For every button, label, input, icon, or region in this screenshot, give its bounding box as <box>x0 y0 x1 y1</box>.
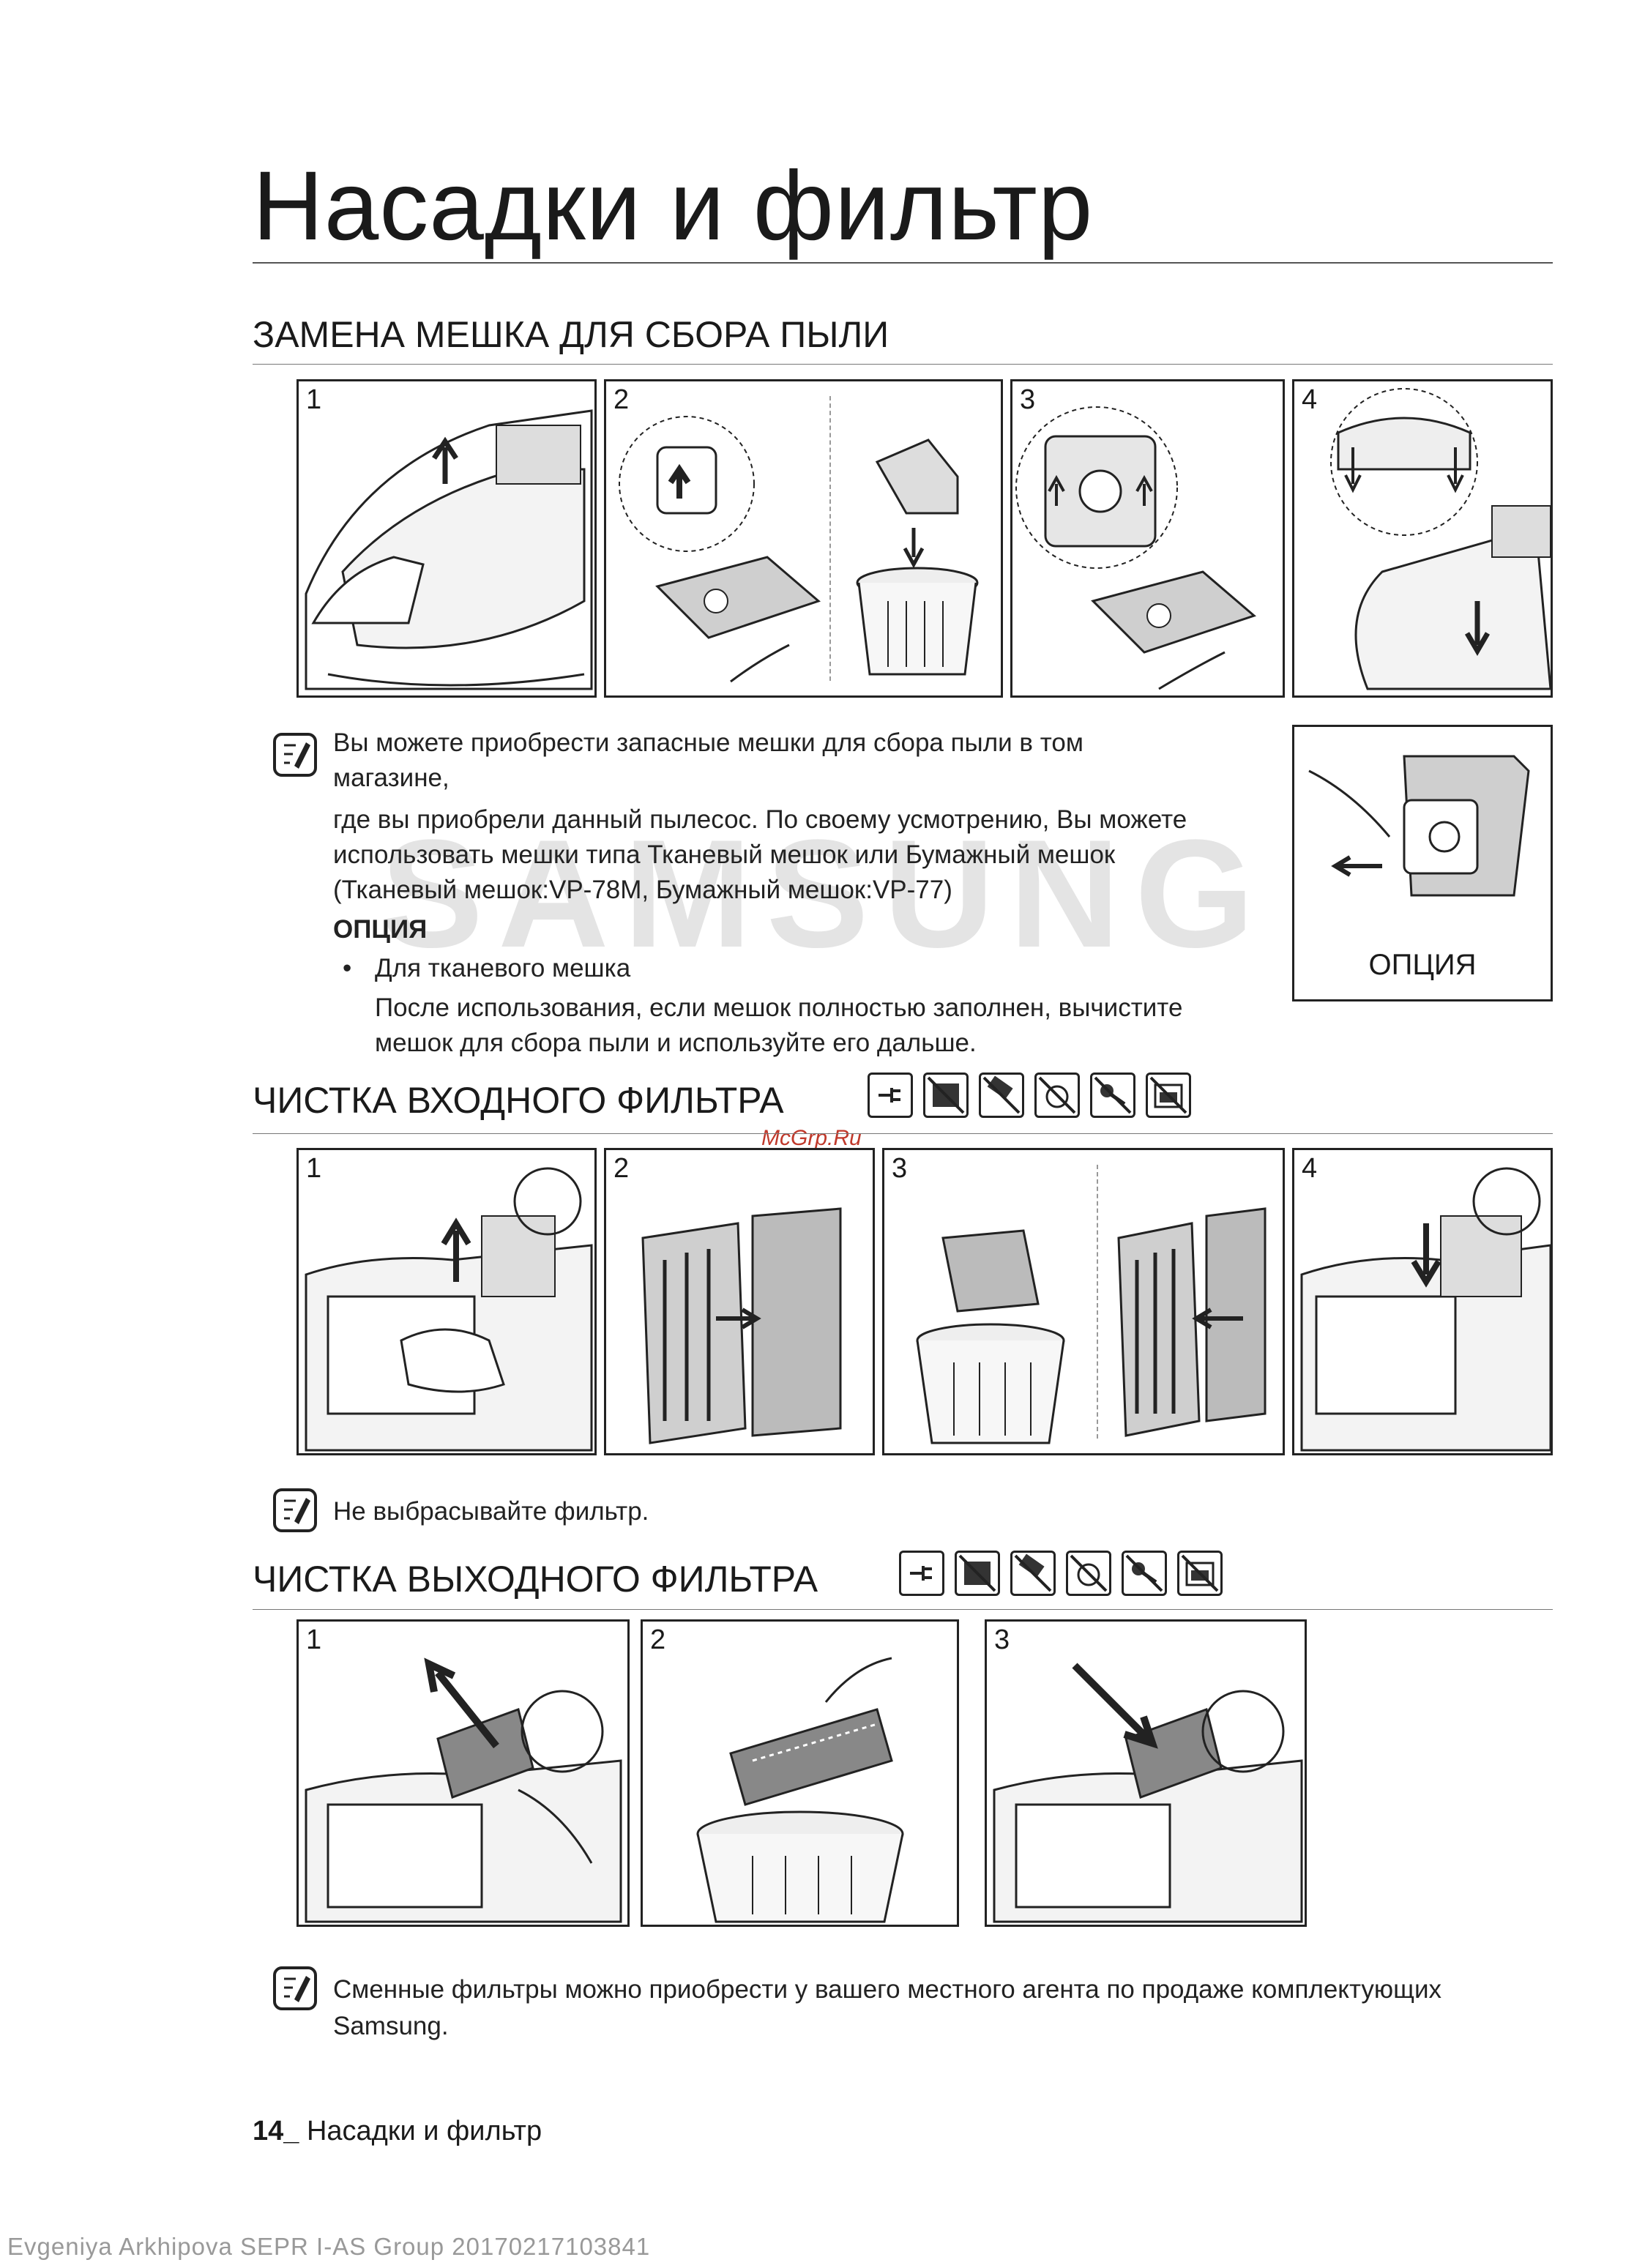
no-dryer-icon <box>955 1551 1000 1596</box>
note-text: магазине, <box>333 764 450 792</box>
section-title-outlet-filter: ЧИСТКА ВЫХОДНОГО ФИЛЬТРА <box>253 1559 818 1600</box>
panel-divider <box>829 396 831 681</box>
bag-step-1-panel: 1 <box>296 379 597 698</box>
panel-divider <box>1097 1165 1098 1439</box>
note-text: использовать мешки типа Тканевый мешок и… <box>333 840 1116 869</box>
outlet-step-3-panel: 3 <box>985 1619 1307 1927</box>
page-title: Насадки и фильтр <box>253 152 1094 261</box>
no-hairdryer-icon <box>1122 1551 1167 1596</box>
no-hairdryer-icon <box>1090 1073 1135 1118</box>
step-number: 1 <box>306 1153 322 1184</box>
note-text: Samsung. <box>333 2012 449 2040</box>
cloth-bag-illustration <box>1308 755 1530 897</box>
close-lid-illustration <box>1330 388 1551 690</box>
shake-outlet-filter-illustration <box>696 1657 904 1923</box>
vacuum-open-lid-illustration <box>305 409 593 690</box>
no-oven-icon <box>1177 1551 1223 1596</box>
note-icon <box>273 733 317 777</box>
section-title-bag: ЗАМЕНА МЕШКА ДЛЯ СБОРА ПЫЛИ <box>253 314 889 355</box>
outlet-step-2-panel: 2 <box>641 1619 959 1927</box>
step-number: 3 <box>1020 384 1036 415</box>
step-number: 2 <box>613 384 630 415</box>
section-rule <box>253 1133 1553 1134</box>
step-number: 4 <box>1302 1153 1318 1184</box>
inlet-step-2-panel: 2 <box>604 1148 875 1455</box>
bottom-stamp: Evgeniya Arkhipova SEPR I-AS Group 20170… <box>7 2233 651 2260</box>
insert-inlet-filter-illustration <box>1300 1167 1551 1452</box>
bullet-marker: • <box>343 954 352 982</box>
step-number: 1 <box>306 384 322 415</box>
no-brush-icon <box>979 1073 1024 1118</box>
outlet-step-1-panel: 1 <box>296 1619 630 1927</box>
note-text: Вы можете приобрести запасные мешки для … <box>333 728 1083 757</box>
inlet-step-4-panel: 4 <box>1292 1148 1553 1455</box>
no-brush-icon <box>1010 1551 1056 1596</box>
care-symbols <box>899 1551 1223 1596</box>
inlet-step-1-panel: 1 <box>296 1148 597 1455</box>
unplug-icon <box>899 1551 944 1596</box>
shake-and-reassemble-illustration <box>916 1207 1267 1444</box>
inlet-step-3-panel: 3 <box>882 1148 1285 1455</box>
step-number: 3 <box>994 1624 1010 1655</box>
note-text: Не выбрасывайте фильтр. <box>333 1497 649 1526</box>
bag-insert-illustration <box>1015 406 1256 690</box>
note-icon <box>273 1488 317 1532</box>
step-number: 2 <box>650 1624 666 1655</box>
page-number: 14_ <box>253 2116 299 2146</box>
no-washer-icon <box>1066 1551 1111 1596</box>
option-heading: ОПЦИЯ <box>333 915 428 944</box>
bullet-text: Для тканевого мешка <box>375 954 631 982</box>
step-number: 2 <box>613 1153 630 1184</box>
bag-step-4-panel: 4 <box>1292 379 1553 698</box>
bullet-text: После использования, если мешок полность… <box>375 993 1183 1022</box>
step-number: 1 <box>306 1624 322 1655</box>
note-text: (Тканевый мешок:VP-78M, Бумажный мешок:V… <box>333 876 952 904</box>
title-rule <box>253 262 1553 264</box>
care-symbols <box>868 1073 1191 1118</box>
option-box: ОПЦИЯ <box>1292 725 1553 1001</box>
brand-watermark: SAMSUNG <box>381 807 1269 980</box>
step-number: 4 <box>1302 384 1318 415</box>
no-dryer-icon <box>923 1073 969 1118</box>
unplug-icon <box>868 1073 913 1118</box>
section-rule <box>253 364 1553 365</box>
footer-text: Насадки и фильтр <box>299 2116 542 2146</box>
page-footer: 14_ Насадки и фильтр <box>253 2116 542 2147</box>
bag-step-3-panel: 3 <box>1010 379 1285 698</box>
remove-inlet-filter-illustration <box>305 1167 593 1452</box>
insert-outlet-filter-illustration <box>993 1663 1303 1923</box>
note-text: где вы приобрели данный пылесос. По свое… <box>333 805 1187 834</box>
separate-filter-illustration <box>641 1207 842 1444</box>
source-stamp: McGrp.Ru <box>761 1126 862 1150</box>
no-oven-icon <box>1146 1073 1191 1118</box>
note-icon <box>273 1966 317 2010</box>
section-title-inlet-filter: ЧИСТКА ВХОДНОГО ФИЛЬТРА <box>253 1080 784 1121</box>
remove-outlet-filter-illustration <box>305 1657 622 1923</box>
note-text: Сменные фильтры можно приобрести у вашег… <box>333 1975 1442 2004</box>
step-number: 3 <box>892 1153 908 1184</box>
section-rule <box>253 1609 1553 1610</box>
bag-removal-illustration <box>619 416 979 683</box>
no-washer-icon <box>1034 1073 1080 1118</box>
bag-step-2-panel: 2 <box>604 379 1003 698</box>
bullet-text: мешок для сбора пыли и используйте его д… <box>375 1029 977 1057</box>
option-box-label: ОПЦИЯ <box>1368 949 1477 981</box>
